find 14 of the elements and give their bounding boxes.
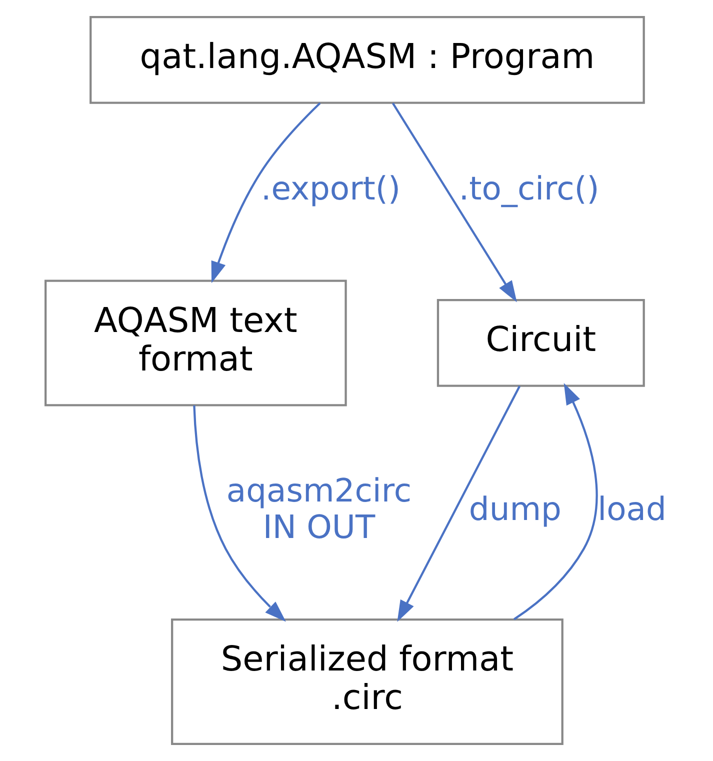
edge-label: aqasm2circ IN OUT [226,472,412,546]
node-box: qat.lang.AQASM : Program [90,16,645,104]
arrow [193,405,286,622]
edge-label: load [598,490,666,528]
node-box: AQASM text format [44,280,347,406]
arrow [397,386,521,622]
node-box: Serialized format .circ [171,618,564,746]
edge-label: .to_circ() [458,169,600,208]
arrow [513,383,598,620]
arrow [211,102,321,284]
arrow [392,102,517,302]
edge-label: .export() [261,169,401,208]
edge-label: dump [468,490,562,528]
node-box: Circuit [436,299,645,387]
